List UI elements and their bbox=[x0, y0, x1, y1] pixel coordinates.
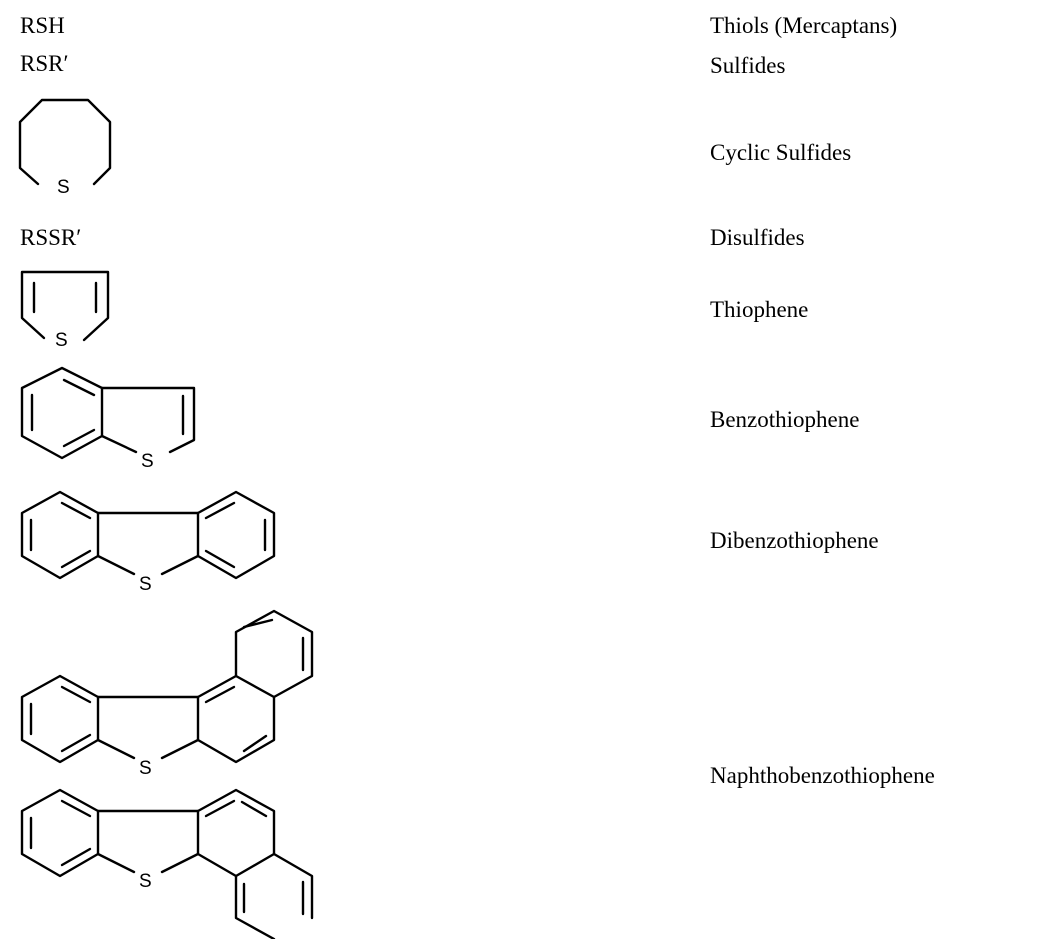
label-thiols: Thiols (Mercaptans) bbox=[710, 13, 898, 38]
benzothiophene-structure: S bbox=[20, 366, 196, 472]
naphthobenzothiophene-structure-2: S bbox=[20, 788, 314, 939]
sulfur-atom-label: S bbox=[139, 574, 152, 595]
sulfur-atom-label: S bbox=[139, 758, 152, 779]
label-dibenzothiophene: Dibenzothiophene bbox=[710, 528, 879, 553]
label-disulfides: Disulfides bbox=[710, 225, 805, 250]
label-sulfides: Sulfides bbox=[710, 53, 786, 78]
sulfur-atom-label: S bbox=[57, 177, 70, 198]
label-cyclic-sulfides: Cyclic Sulfides bbox=[710, 140, 852, 165]
sulfur-atom-label: S bbox=[139, 871, 152, 892]
formula-thiol: RSH bbox=[20, 13, 65, 38]
formula-disulfide: RSSR′ bbox=[20, 225, 82, 250]
thiane-structure: S bbox=[18, 98, 112, 198]
naphthobenzothiophene-structure-1: S bbox=[20, 609, 314, 779]
label-naphthobenzothiophene: Naphthobenzothiophene bbox=[710, 763, 935, 788]
label-thiophene: Thiophene bbox=[710, 297, 809, 322]
sulfur-atom-label: S bbox=[55, 330, 68, 351]
sulfur-atom-label: S bbox=[141, 451, 154, 472]
label-benzothiophene: Benzothiophene bbox=[710, 407, 860, 432]
formula-sulfide: RSR′ bbox=[20, 51, 69, 76]
thiophene-structure: S bbox=[20, 270, 110, 351]
dibenzothiophene-structure: S bbox=[20, 490, 276, 595]
